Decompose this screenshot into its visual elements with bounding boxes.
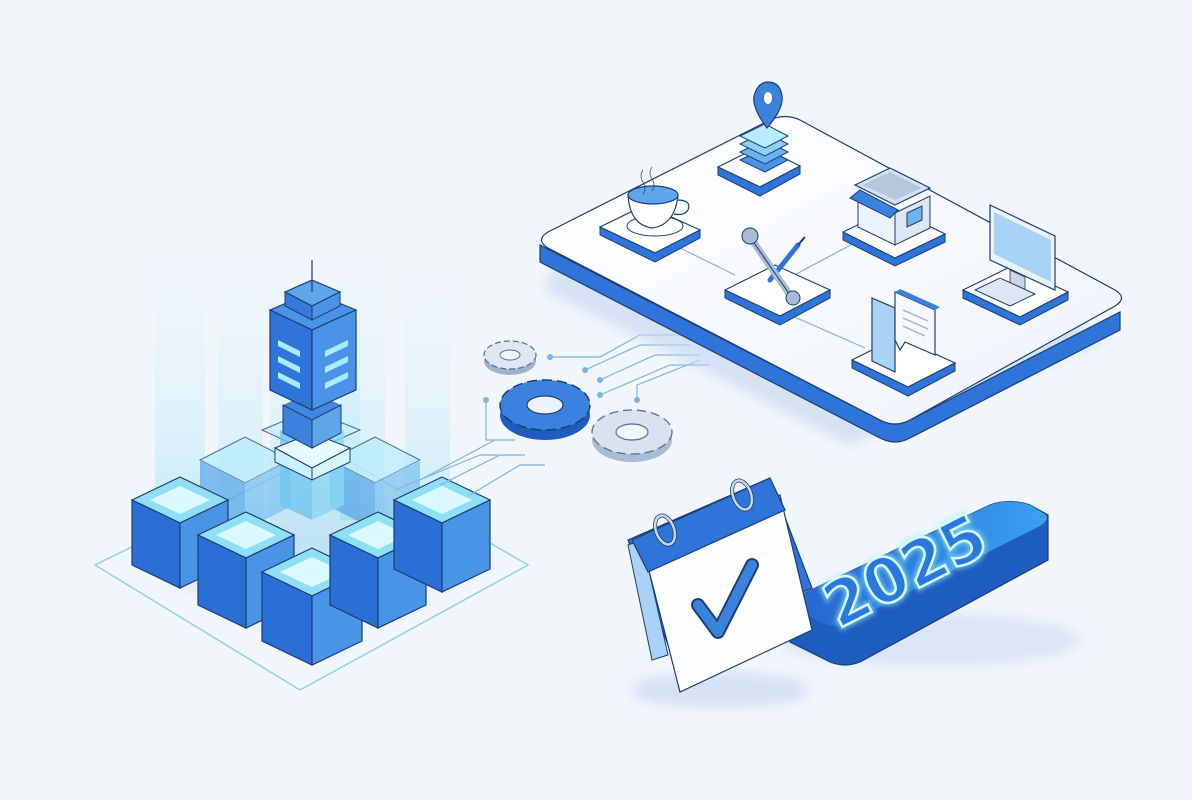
cube xyxy=(392,476,492,593)
service-platform xyxy=(539,81,1123,445)
platform-top xyxy=(540,115,1123,425)
server-light xyxy=(278,340,300,357)
tile-store[interactable] xyxy=(841,167,947,267)
coffee-cup-icon xyxy=(626,166,690,237)
tile-mobile[interactable] xyxy=(850,289,957,397)
tile-tools[interactable] xyxy=(723,227,832,326)
phone-document-icon xyxy=(871,289,940,373)
server-cluster xyxy=(93,250,530,691)
wrench-screwdriver-icon xyxy=(741,227,806,306)
gear-icon xyxy=(591,409,673,462)
tile-location[interactable] xyxy=(716,81,802,197)
location-pin-stack-icon xyxy=(738,81,790,173)
connection-lines xyxy=(394,334,710,496)
tile-computer[interactable] xyxy=(961,204,1070,326)
calendar-check-icon xyxy=(627,477,813,708)
tile-coffee[interactable] xyxy=(598,166,702,263)
gear-icon xyxy=(499,379,591,440)
storefront-icon xyxy=(849,167,932,246)
server-tower xyxy=(268,260,358,520)
year-badge: 2025 2025 xyxy=(780,496,1080,666)
gear-icon xyxy=(483,340,537,375)
desktop-computer-icon xyxy=(973,204,1056,307)
cube xyxy=(328,511,428,629)
gears xyxy=(483,340,673,462)
